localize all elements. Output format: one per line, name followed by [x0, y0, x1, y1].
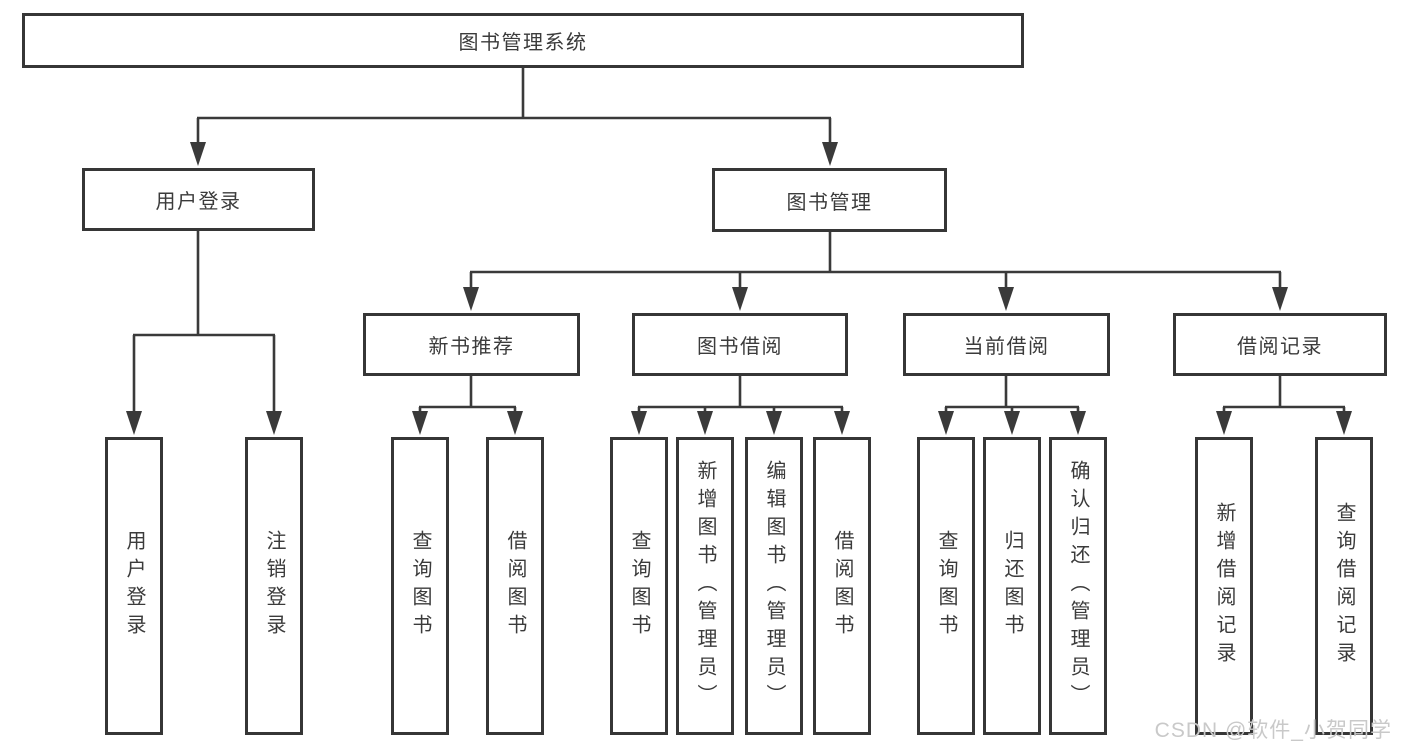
leaf-borrow-edit-book-admin: 编辑图书（管理员） — [745, 437, 803, 735]
node-book-borrow: 图书借阅 — [632, 313, 848, 376]
leaf-current-confirm-return-admin: 确认归还（管理员） — [1049, 437, 1107, 735]
csdn-watermark: CSDN @软件_小贺同学 — [1154, 719, 1392, 742]
leaf-current-return-book: 归还图书 — [983, 437, 1041, 735]
node-user-login: 用户登录 — [82, 168, 315, 231]
node-book-management: 图书管理 — [712, 168, 947, 232]
leaf-records-query-record: 查询借阅记录 — [1315, 437, 1373, 735]
node-root-library-system: 图书管理系统 — [22, 13, 1024, 68]
leaf-borrow-query-book: 查询图书 — [610, 437, 668, 735]
leaf-borrow-add-book-admin: 新增图书（管理员） — [676, 437, 734, 735]
node-new-book-recommend: 新书推荐 — [363, 313, 580, 376]
leaf-borrow-borrow-book: 借阅图书 — [813, 437, 871, 735]
connector-newbooks-to-leaves — [412, 376, 523, 435]
leaf-records-add-record: 新增借阅记录 — [1195, 437, 1253, 735]
connector-root-to-level2 — [190, 68, 838, 166]
connector-currentborrow-to-leaves — [938, 376, 1086, 435]
node-current-borrow: 当前借阅 — [903, 313, 1110, 376]
connector-login-to-leaves — [126, 231, 282, 435]
connector-books-to-level3 — [463, 232, 1288, 311]
leaf-newbooks-query-book: 查询图书 — [391, 437, 449, 735]
leaf-current-query-book: 查询图书 — [917, 437, 975, 735]
connector-bookborrow-to-leaves — [631, 376, 850, 435]
connector-records-to-leaves — [1216, 376, 1352, 435]
leaf-newbooks-borrow-book: 借阅图书 — [486, 437, 544, 735]
node-borrow-records: 借阅记录 — [1173, 313, 1387, 376]
leaf-user-login: 用户登录 — [105, 437, 163, 735]
leaf-logout: 注销登录 — [245, 437, 303, 735]
